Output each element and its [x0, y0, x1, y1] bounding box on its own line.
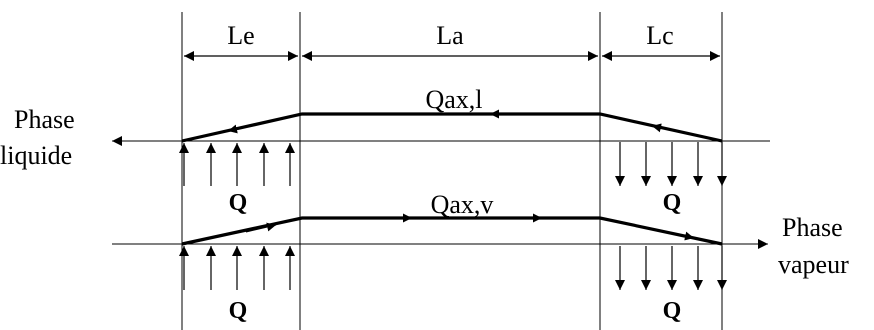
liquid-flow-arrow — [651, 123, 681, 133]
heat-label-evaporator-vapor: Q — [229, 298, 248, 324]
vapor-flow-label: Qax,v — [431, 190, 494, 219]
liquid-flow-arrow — [227, 123, 259, 134]
condenser-heat-arrows-liquid — [615, 142, 727, 186]
vapor-flow-arrow — [661, 230, 695, 241]
liquid-phase-label-line2: liquide — [0, 141, 72, 170]
heat-label-evaporator-liquid: Q — [229, 190, 248, 216]
evaporator-heat-arrows-vapor — [179, 246, 295, 290]
zone-boundaries — [181, 12, 723, 330]
heat-label-condenser-liquid: Q — [663, 190, 682, 216]
vapor-flow-direction-arrows — [245, 213, 695, 241]
liquid-flow-profile — [181, 112, 723, 143]
liquid-phase-label-line1: Phase — [14, 105, 75, 134]
le-label: Le — [227, 21, 254, 50]
vapor-flow-arrow — [245, 222, 277, 233]
la-label: La — [436, 21, 464, 50]
vapor-phase-label-line2: vapeur — [778, 250, 849, 279]
vapor-flow-profile — [181, 216, 723, 246]
liquid-flow-label: Qax,l — [425, 85, 482, 114]
vapor-phase-label-line1: Phase — [782, 213, 843, 242]
heat-label-condenser-vapor: Q — [663, 298, 682, 324]
liquid-flow-direction-arrows — [227, 109, 681, 134]
evaporator-heat-arrows-liquid — [179, 143, 295, 186]
condenser-heat-arrows-vapor — [615, 246, 727, 290]
lc-label: Lc — [646, 21, 673, 50]
